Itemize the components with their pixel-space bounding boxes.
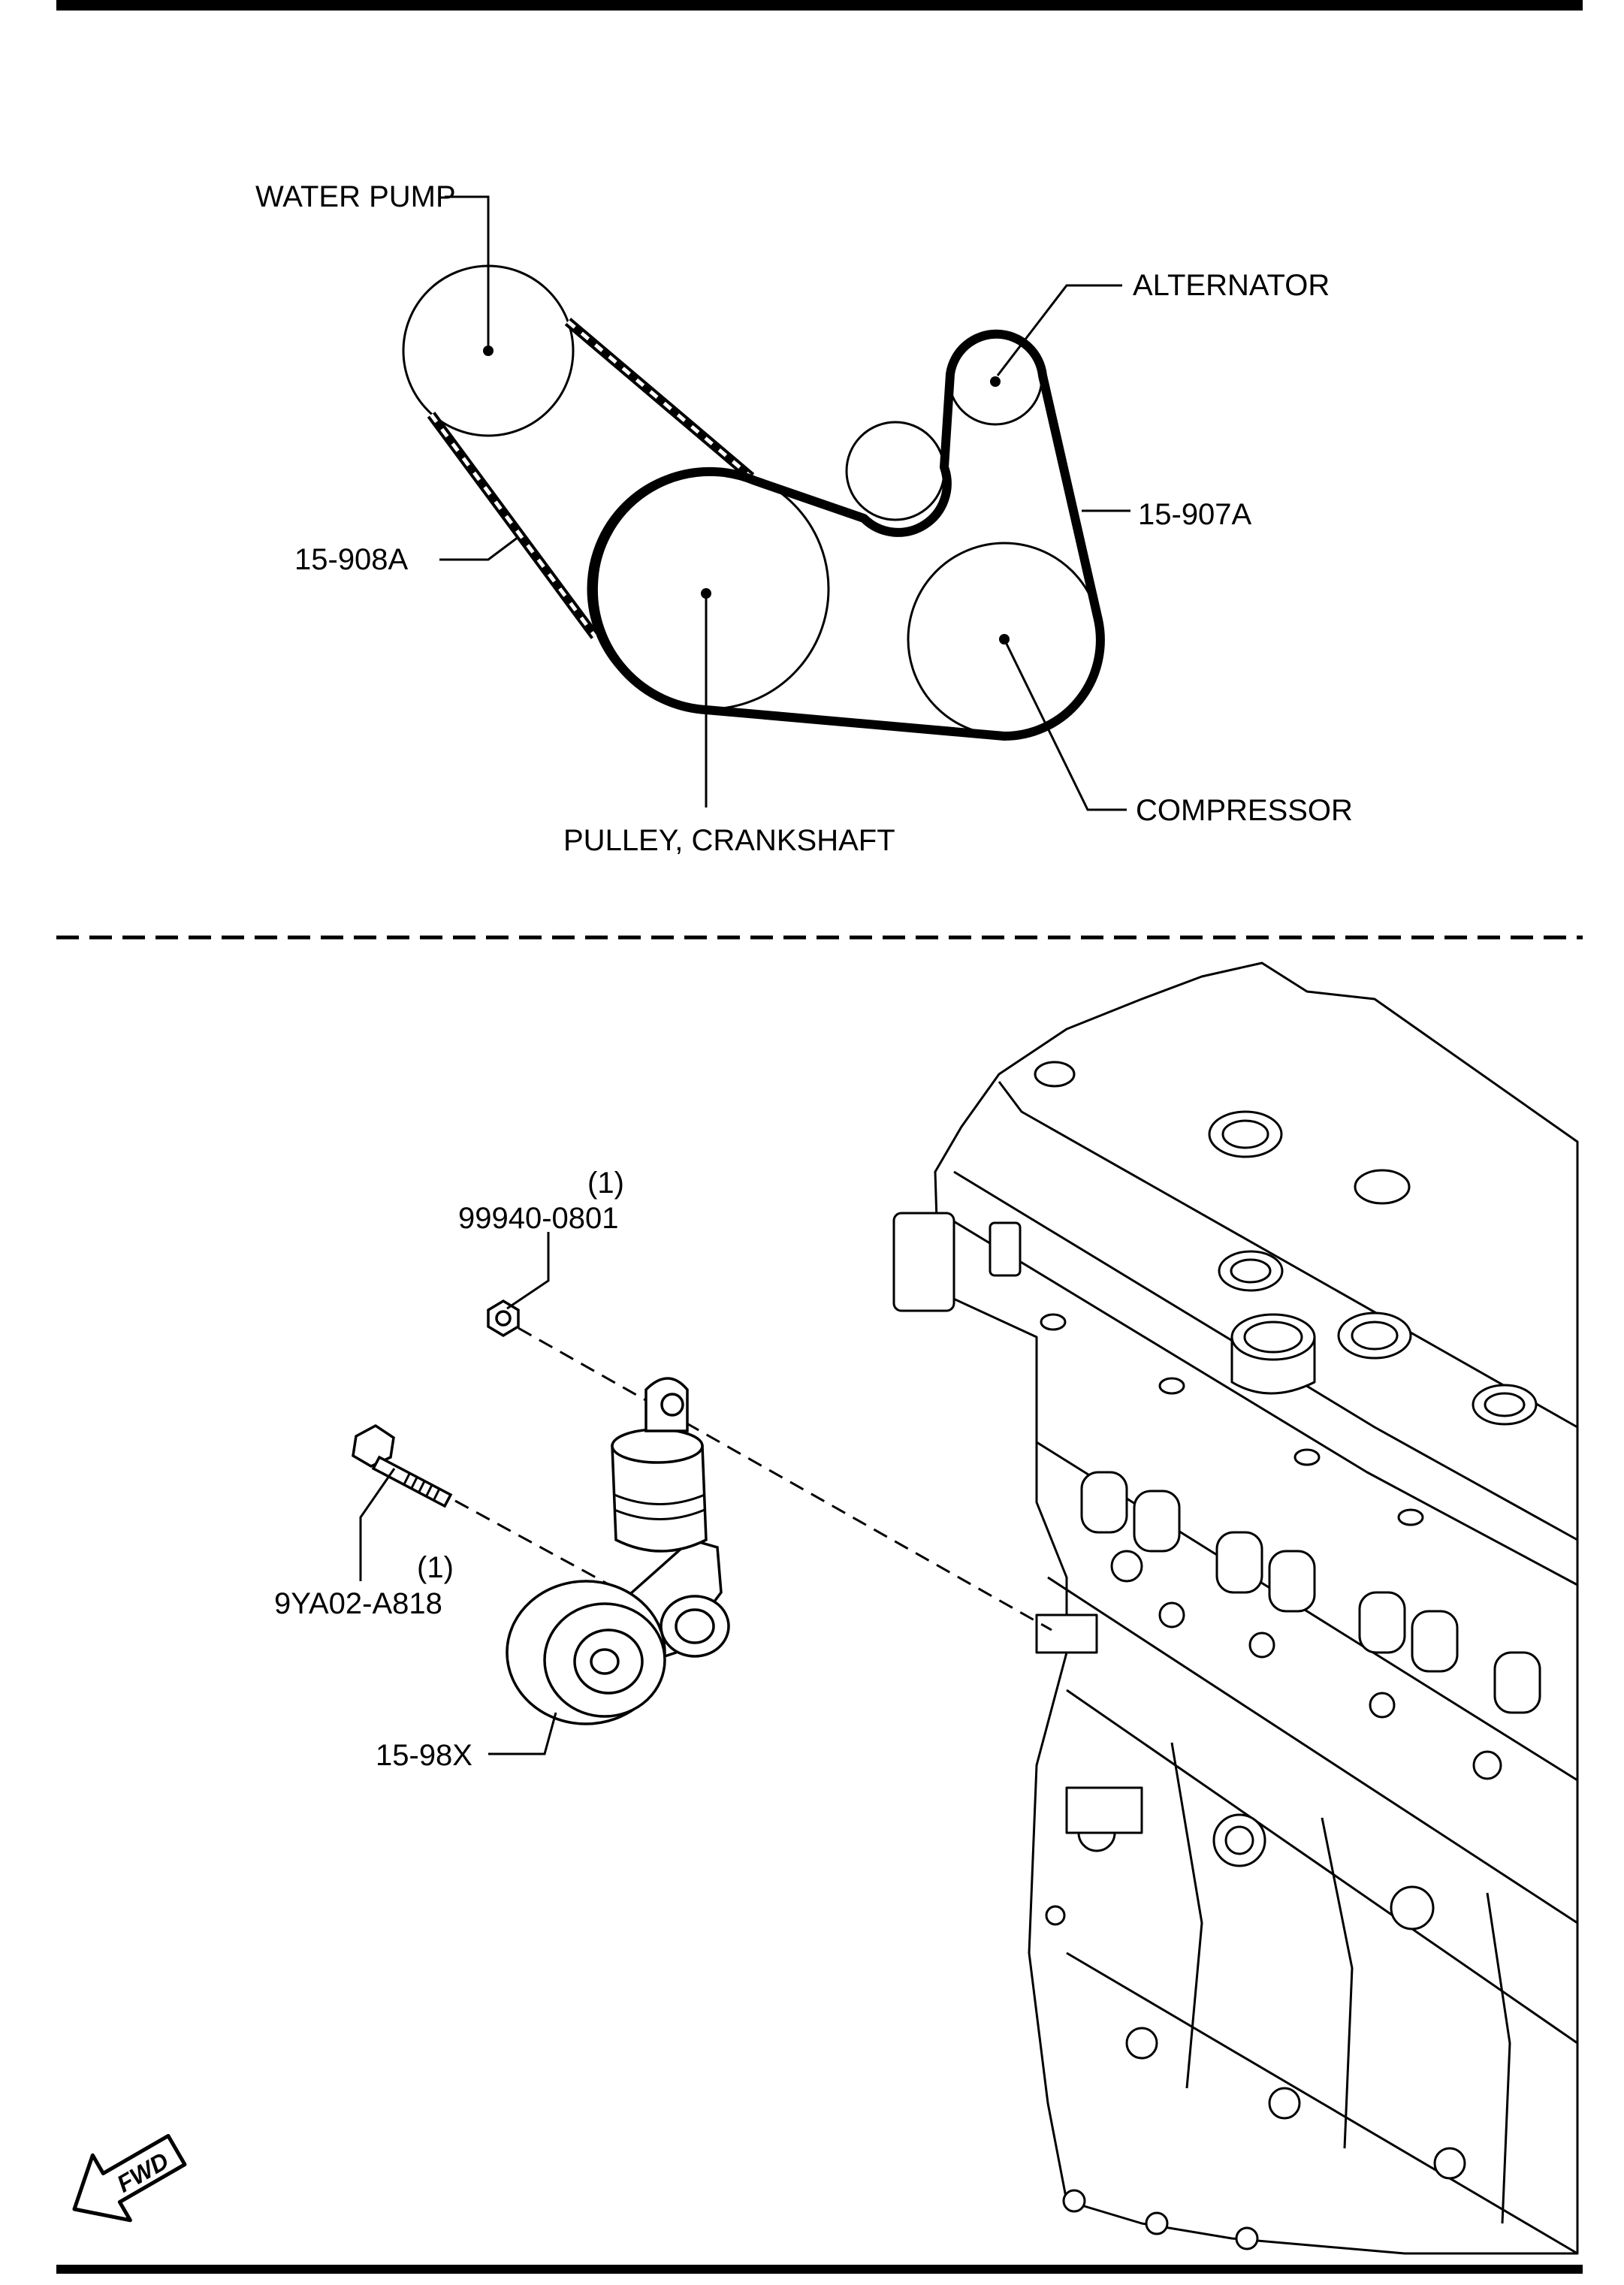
crankshaft-pulley-label: PULLEY, CRANKSHAFT <box>563 824 895 857</box>
top-border-bar <box>56 0 1583 11</box>
belt-15-908a <box>427 318 755 639</box>
bottom-border-bar <box>56 2265 1583 2274</box>
idler-pulley <box>845 421 946 521</box>
bolt-quantity: (1) <box>417 1551 454 1584</box>
belt-b-leader <box>439 536 519 561</box>
compressor-label: COMPRESSOR <box>1136 794 1353 827</box>
alternator-center-dot <box>990 376 1001 387</box>
water-pump-leader <box>445 195 490 346</box>
belt-a-label: 15-907A <box>1138 498 1252 531</box>
fwd-arrow: FWD <box>72 2133 187 2223</box>
water-pump-center-dot <box>483 346 494 356</box>
water-pump-label: WATER PUMP <box>255 180 456 213</box>
belt-15-907a <box>588 329 1105 741</box>
exploded-view: (1) 99940-0801 (1) 9YA02-A818 <box>274 961 1579 2255</box>
tensioner-part <box>506 1377 730 1725</box>
bolt-part-number: 9YA02-A818 <box>274 1587 442 1620</box>
engine-block-illustration <box>892 961 1579 2255</box>
nut-quantity: (1) <box>587 1167 624 1200</box>
bolt-dash-line <box>454 1499 624 1594</box>
alternator-leader <box>996 284 1122 376</box>
alternator-label: ALTERNATOR <box>1133 269 1330 302</box>
compressor-leader <box>1003 638 1127 811</box>
nut-leader <box>506 1232 550 1310</box>
tensioner-part-number: 15-98X <box>376 1739 472 1772</box>
nut-part-number: 99940-0801 <box>458 1202 619 1235</box>
bolt-part <box>352 1423 453 1508</box>
tensioner-leader <box>488 1712 557 1755</box>
nut-part <box>487 1299 520 1338</box>
belt-b-label: 15-908A <box>294 543 409 576</box>
bolt-leader <box>359 1468 396 1581</box>
fwd-arrow-icon <box>72 2133 187 2223</box>
belt-routing-diagram: WATER PUMP ALTERNATOR 15-907A 15-908A PU… <box>255 180 1353 857</box>
nut-dash-line <box>518 1327 1052 1631</box>
